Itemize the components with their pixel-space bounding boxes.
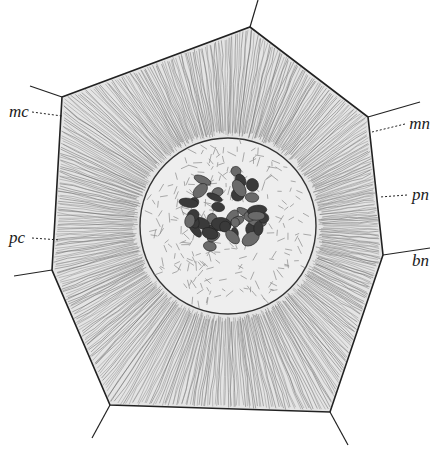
cell-wall xyxy=(52,27,383,412)
neighbour-wall xyxy=(30,86,62,97)
part-label: bn xyxy=(411,252,430,269)
leader-line xyxy=(372,124,405,132)
neighbour-wall xyxy=(250,0,258,27)
part-label: pc xyxy=(8,229,26,246)
radial-striations xyxy=(54,29,381,409)
part-label: mc xyxy=(8,103,30,120)
nucleus xyxy=(140,138,316,314)
part-label: mn xyxy=(408,115,431,132)
neighbour-wall xyxy=(14,270,52,276)
cytoplasm xyxy=(52,27,383,412)
neighbour-wall xyxy=(330,412,348,445)
part-label: pn xyxy=(411,186,430,203)
neighbour-wall xyxy=(92,405,110,438)
nuclear-network xyxy=(145,138,311,308)
leader-line xyxy=(32,112,62,116)
chromatin xyxy=(178,164,270,252)
leader-line xyxy=(380,195,407,197)
leader-line xyxy=(32,238,60,240)
